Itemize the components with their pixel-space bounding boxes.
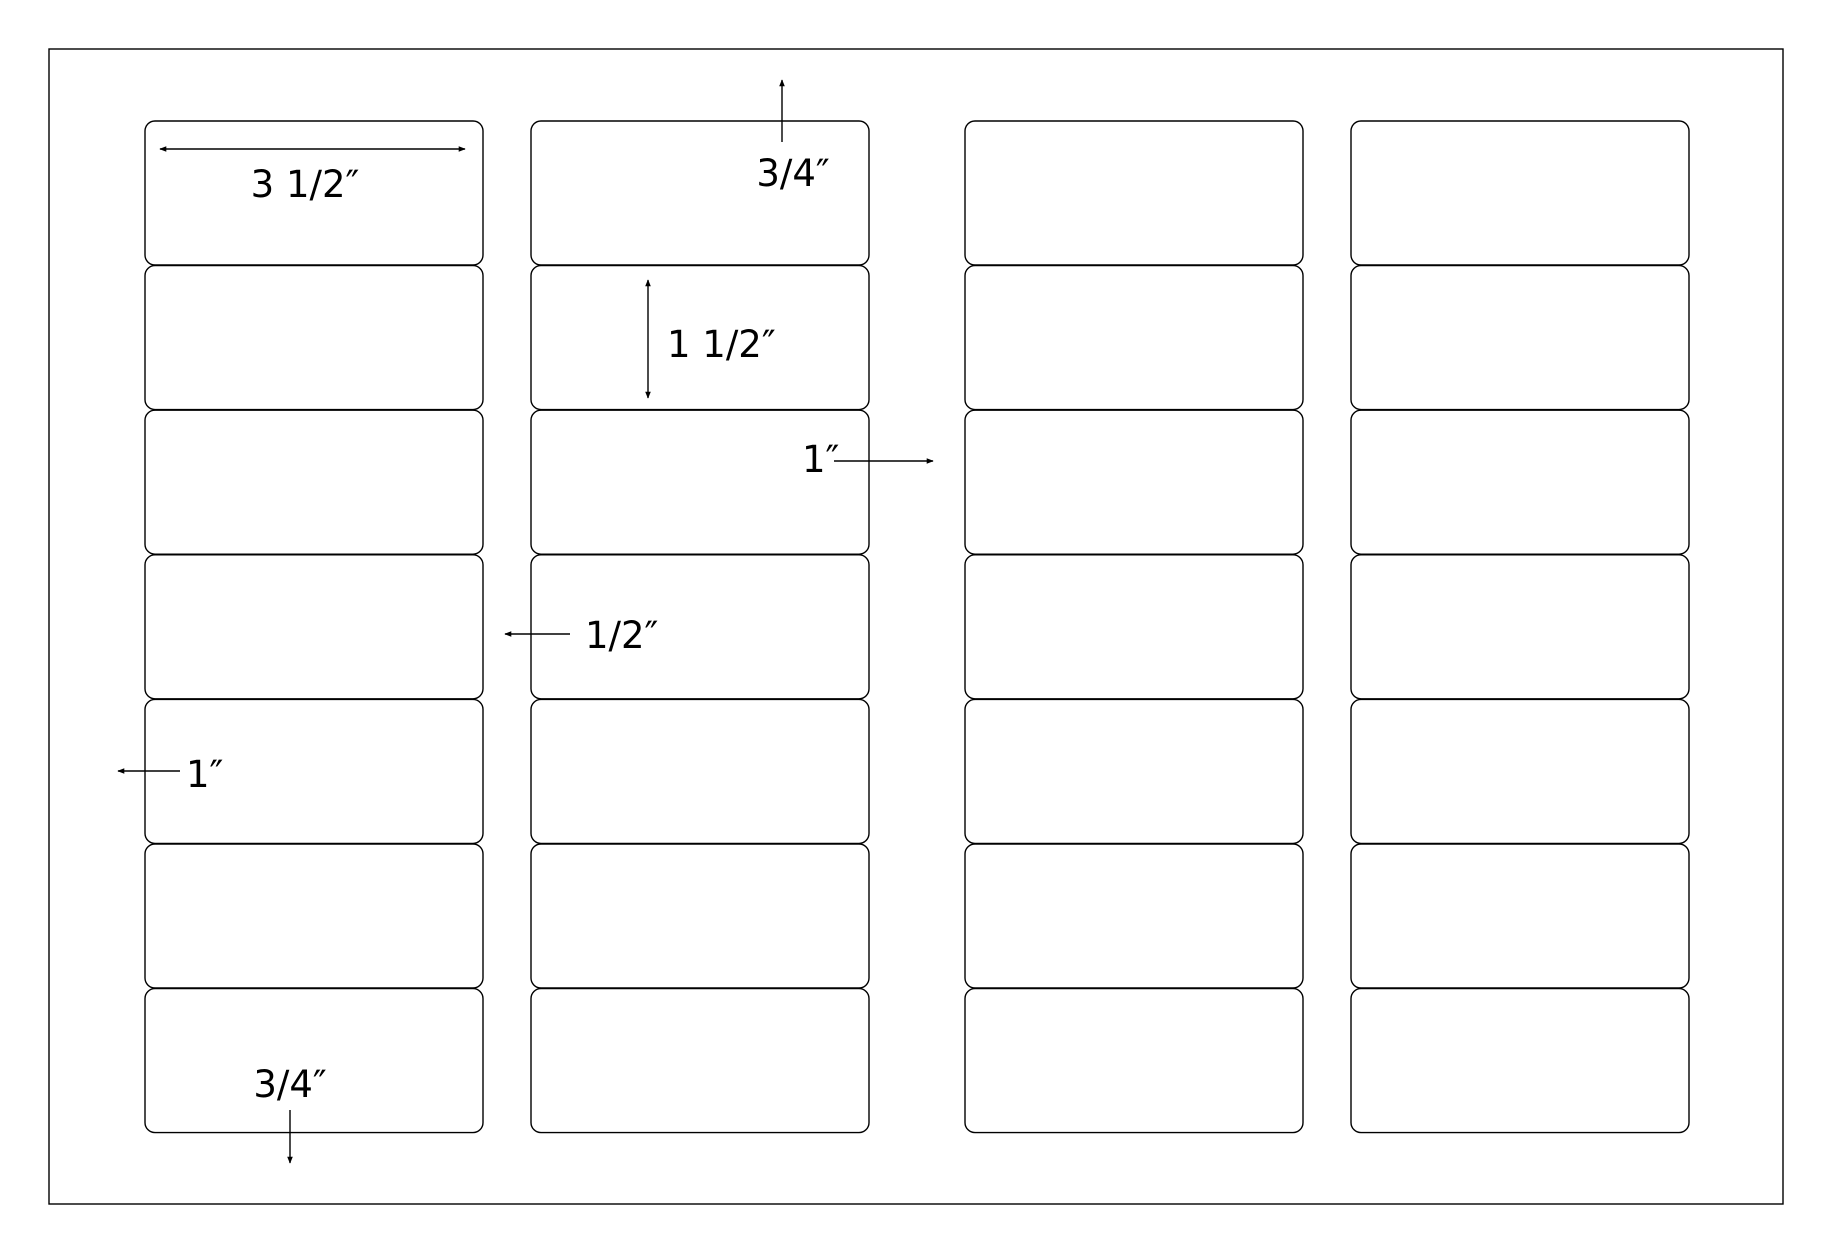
bottom-margin-text: 3/4″ xyxy=(253,1063,326,1106)
label-r7-c1 xyxy=(144,987,484,1134)
center-gap-text: 1″ xyxy=(802,438,839,481)
label-grid xyxy=(144,120,1690,1134)
label-r7-c4 xyxy=(1350,987,1690,1134)
sheet-border xyxy=(48,48,1784,1205)
label-r3-c2 xyxy=(530,409,870,555)
top-margin-text: 3/4″ xyxy=(756,152,829,195)
label-r2-c3 xyxy=(964,264,1304,411)
label-r2-c1 xyxy=(144,264,484,411)
label-r6-c2 xyxy=(530,843,870,989)
label-r5-c2 xyxy=(530,698,870,845)
label-r4-c1 xyxy=(144,554,484,700)
label-r4-c3 xyxy=(964,554,1304,700)
label-r6-c3 xyxy=(964,843,1304,989)
label-height-text: 1 1/2″ xyxy=(667,323,776,366)
label-r6-c1 xyxy=(144,843,484,989)
label-r3-c4 xyxy=(1350,409,1690,555)
label-r5-c4 xyxy=(1350,698,1690,845)
dimension-annotations: 3 1/2″ 3/4″ 1 1/2″ 1″ 1/2″ 1″ 3/4″ xyxy=(117,79,934,1164)
label-r3-c3 xyxy=(964,409,1304,555)
label-r1-c4 xyxy=(1350,120,1690,266)
label-r3-c1 xyxy=(144,409,484,555)
label-r4-c4 xyxy=(1350,554,1690,700)
label-r5-c3 xyxy=(964,698,1304,845)
label-r7-c3 xyxy=(964,987,1304,1134)
column-gap-text: 1/2″ xyxy=(585,614,658,657)
label-r7-c2 xyxy=(530,987,870,1134)
label-r6-c4 xyxy=(1350,843,1690,989)
label-r1-c3 xyxy=(964,120,1304,266)
side-margin-text: 1″ xyxy=(186,753,223,796)
label-r2-c4 xyxy=(1350,264,1690,411)
label-width-text: 3 1/2″ xyxy=(251,163,360,206)
label-r4-c2 xyxy=(530,554,870,700)
